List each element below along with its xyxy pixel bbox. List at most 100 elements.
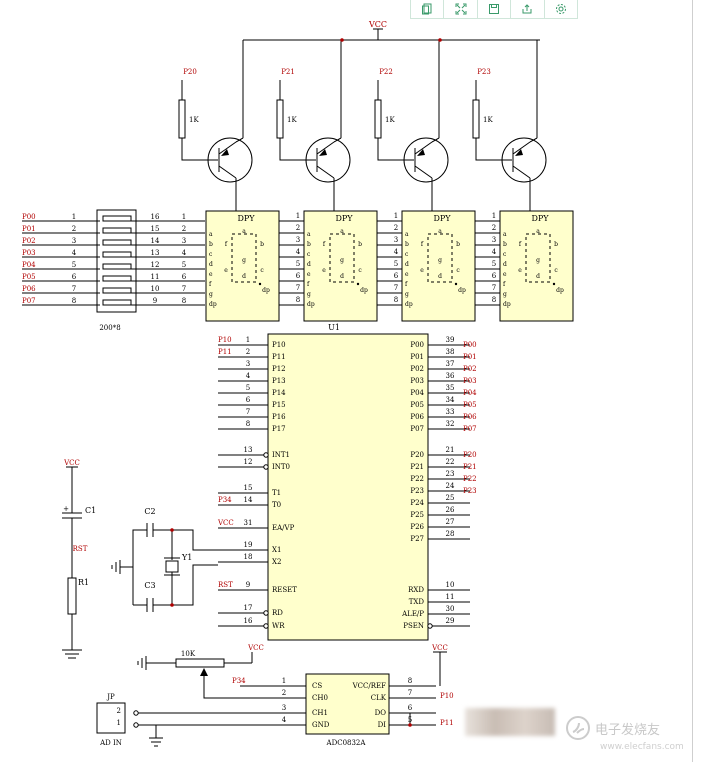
u1-pin-name: P21 — [410, 463, 424, 471]
dpy-pin-label: d — [405, 261, 409, 268]
pot-label: 10K — [181, 650, 196, 658]
dpy-pin-num: 4 — [296, 248, 301, 256]
dpy-pin-num: 6 — [182, 273, 187, 281]
u1-pin-name: RESET — [272, 586, 297, 594]
dpy-pin-num: 7 — [296, 284, 300, 292]
dpy-title: DPY — [335, 214, 353, 223]
u1-pin-name: P11 — [272, 353, 286, 361]
image-toolbar — [410, 0, 578, 19]
seg-f: f — [323, 241, 326, 248]
seg-b: b — [456, 241, 460, 248]
rn-left-pin: 7 — [72, 285, 76, 293]
u1-pin-num: 11 — [446, 593, 455, 601]
inversion-bubble — [263, 610, 269, 616]
adc-label: ADC0832A — [326, 739, 367, 747]
u1-net-label: P02 — [463, 365, 477, 373]
wire — [475, 138, 512, 161]
share-icon[interactable] — [511, 0, 545, 18]
inversion-bubble — [133, 722, 139, 728]
adc-pin-num: 8 — [408, 677, 412, 685]
dpy-pin-num: 5 — [296, 260, 300, 268]
rn-resistor — [102, 239, 132, 246]
u1-pin-name: P10 — [272, 341, 286, 349]
pot-resistor — [175, 658, 225, 668]
transistor-pnp — [501, 137, 547, 183]
seg-d: d — [536, 273, 540, 280]
expand-icon[interactable] — [444, 0, 478, 18]
dpy-pin-label: b — [405, 241, 409, 248]
dpy-pin-label: g — [405, 291, 409, 298]
u1-mcu — [267, 333, 429, 641]
u1-pin-name: T1 — [272, 489, 281, 497]
p0-net-label: P04 — [22, 261, 36, 269]
settings-icon[interactable] — [545, 0, 577, 18]
save-icon[interactable] — [478, 0, 512, 18]
transistor-base-net: P21 — [281, 68, 295, 76]
dpy-pin-num: 4 — [182, 249, 187, 257]
dpy-pin-num: 5 — [394, 260, 398, 268]
u1-net-label: P05 — [463, 401, 477, 409]
adc-pin-num: 5 — [408, 716, 412, 724]
watermark-logo-icon — [566, 716, 590, 740]
u1-net-label: P22 — [463, 475, 477, 483]
segment-outline — [231, 233, 257, 283]
u1-pin-name: P03 — [410, 377, 424, 385]
jp-pin: 1 — [117, 719, 121, 727]
adc-pin-num: 6 — [408, 704, 413, 712]
dpy-pin-num: 8 — [296, 296, 300, 304]
u1-pin-num: 1 — [246, 336, 250, 344]
u1-pin-num: 25 — [446, 494, 455, 502]
rn-resistor — [102, 215, 132, 222]
y1-label: Y1 — [181, 553, 192, 562]
u1-pin-name: P20 — [410, 451, 424, 459]
u1-pin-num: 12 — [244, 458, 253, 466]
dpy-pin-num: 5 — [492, 260, 496, 268]
rn-left-pin: 8 — [72, 297, 76, 305]
dpy-pin-label: d — [209, 261, 213, 268]
u1-pin-num: 14 — [244, 496, 253, 504]
jp-pin: 2 — [117, 707, 121, 715]
wire — [512, 165, 531, 179]
seg-dp: dp — [360, 287, 368, 294]
seg-f: f — [519, 241, 522, 248]
u1-pin-num: 9 — [246, 581, 250, 589]
u1-pin-name: P13 — [272, 377, 286, 385]
dpy-pin-num: 2 — [296, 224, 300, 232]
u1-pin-num: 13 — [244, 446, 253, 454]
dpy-pin-label: a — [209, 231, 213, 238]
u1-pin-name: X2 — [272, 558, 281, 566]
adc-net-label: P10 — [440, 692, 454, 700]
u1-pin-num: 19 — [244, 541, 253, 549]
seg-e: e — [420, 267, 424, 274]
seg-a: a — [242, 228, 246, 235]
rn-resistor — [102, 251, 132, 258]
rn-right-pin: 15 — [151, 225, 160, 233]
dpy-pin-num: 8 — [492, 296, 496, 304]
wire — [377, 138, 414, 161]
u1-pin-name: P07 — [410, 425, 424, 433]
resistor-network — [96, 209, 137, 313]
jp-name: AD IN — [99, 739, 122, 747]
dpy-pin-num: 7 — [492, 284, 496, 292]
dpy-pin-label: c — [209, 251, 213, 258]
c2-label: C2 — [144, 507, 155, 516]
u1-net-label: P10 — [218, 336, 232, 344]
u1-pin-num: 17 — [244, 604, 253, 612]
dpy-pin-num: 3 — [492, 236, 496, 244]
dpy-pin-num: 2 — [492, 224, 496, 232]
seg-c: c — [358, 267, 362, 274]
u1-pin-name: P26 — [410, 523, 424, 531]
adc0832 — [305, 673, 390, 735]
p0-net-label: P07 — [22, 297, 36, 305]
junction-dot — [438, 38, 442, 42]
dpy-pin-label: d — [503, 261, 507, 268]
u1-pin-name: RXD — [408, 586, 424, 594]
seg-e: e — [518, 267, 522, 274]
adc-pin-num: 1 — [282, 677, 286, 685]
u1-net-label: P21 — [463, 463, 477, 471]
copy-icon[interactable] — [411, 0, 445, 18]
seg-d: d — [438, 273, 442, 280]
u1-pin-name: P02 — [410, 365, 424, 373]
seg-b: b — [554, 241, 558, 248]
